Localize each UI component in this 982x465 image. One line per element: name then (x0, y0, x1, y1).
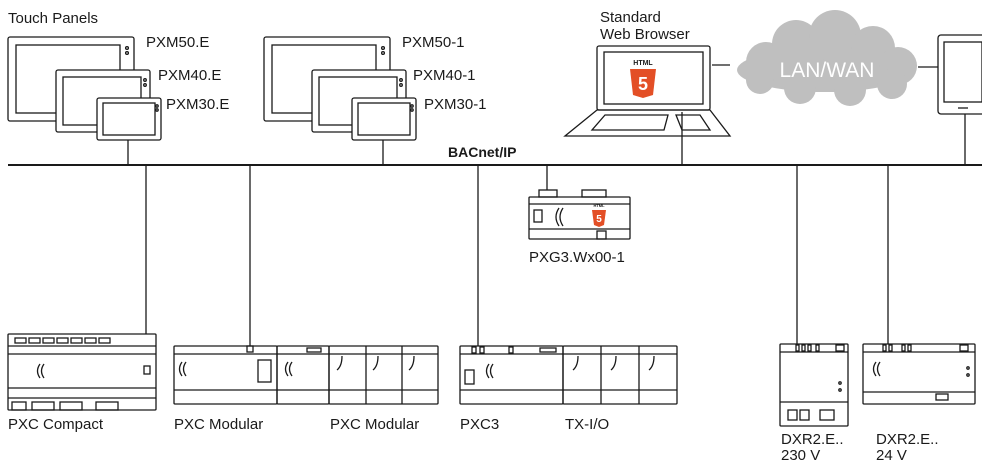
dxr2-230v-name-label: DXR2.E.. (781, 431, 844, 448)
txio-label: TX-I/O (565, 416, 610, 433)
pxm40e-label: PXM40.E (158, 67, 222, 84)
pxc-modular-label-2: PXC Modular (330, 416, 420, 433)
laptop-icon (563, 45, 732, 137)
html-badge-text-laptop: HTML (633, 60, 653, 67)
pxm30-1-label: PXM30-1 (424, 96, 487, 113)
dxr2-24v-device-icon (862, 343, 976, 405)
pxm40-1-label: PXM40-1 (413, 67, 476, 84)
pxc-compact-label: PXC Compact (8, 416, 104, 433)
standard-label: Standard (600, 9, 661, 26)
pxg3-device-icon (528, 189, 631, 240)
html5-digit-pxg3: 5 (596, 214, 602, 225)
touch-panel-pxm30e-icon (96, 97, 162, 141)
pxc-modular-device-icon (173, 345, 439, 405)
pxm50e-label: PXM50.E (146, 34, 210, 51)
pxc3-label: PXC3 (460, 416, 500, 433)
dxr2-230v-device-icon (779, 343, 849, 427)
pxm50-1-label: PXM50-1 (402, 34, 465, 51)
bacnet-ip-label: BACnet/IP (448, 144, 517, 160)
dxr2-24v-name-label: DXR2.E.. (876, 431, 939, 448)
lan-wan-label: LAN/WAN (780, 59, 875, 82)
dxr2-230v-voltage-label: 230 V (781, 447, 821, 464)
pxc-modular-label: PXC Modular (174, 416, 264, 433)
touch-panels-label: Touch Panels (8, 10, 99, 27)
html5-digit-laptop: 5 (638, 74, 648, 94)
html5-badge-pxg3-icon: HTML 5 (592, 203, 606, 227)
tablet-icon (937, 34, 982, 115)
lan-wan-cloud-icon (737, 10, 917, 106)
pxg3-label: PXG3.Wx00-1 (529, 249, 625, 266)
pxc-compact-device-icon (7, 333, 157, 411)
dxr2-24v-voltage-label: 24 V (876, 447, 907, 464)
txio-modules-icon (562, 345, 678, 405)
web-browser-label: Web Browser (600, 26, 690, 43)
touch-panel-pxm30-1-icon (351, 97, 417, 141)
html5-badge-laptop-icon: HTML 5 (628, 58, 658, 98)
pxc3-device-icon (459, 345, 564, 405)
html-badge-text-pxg3: HTML (593, 203, 605, 208)
pxm30e-label: PXM30.E (166, 96, 230, 113)
